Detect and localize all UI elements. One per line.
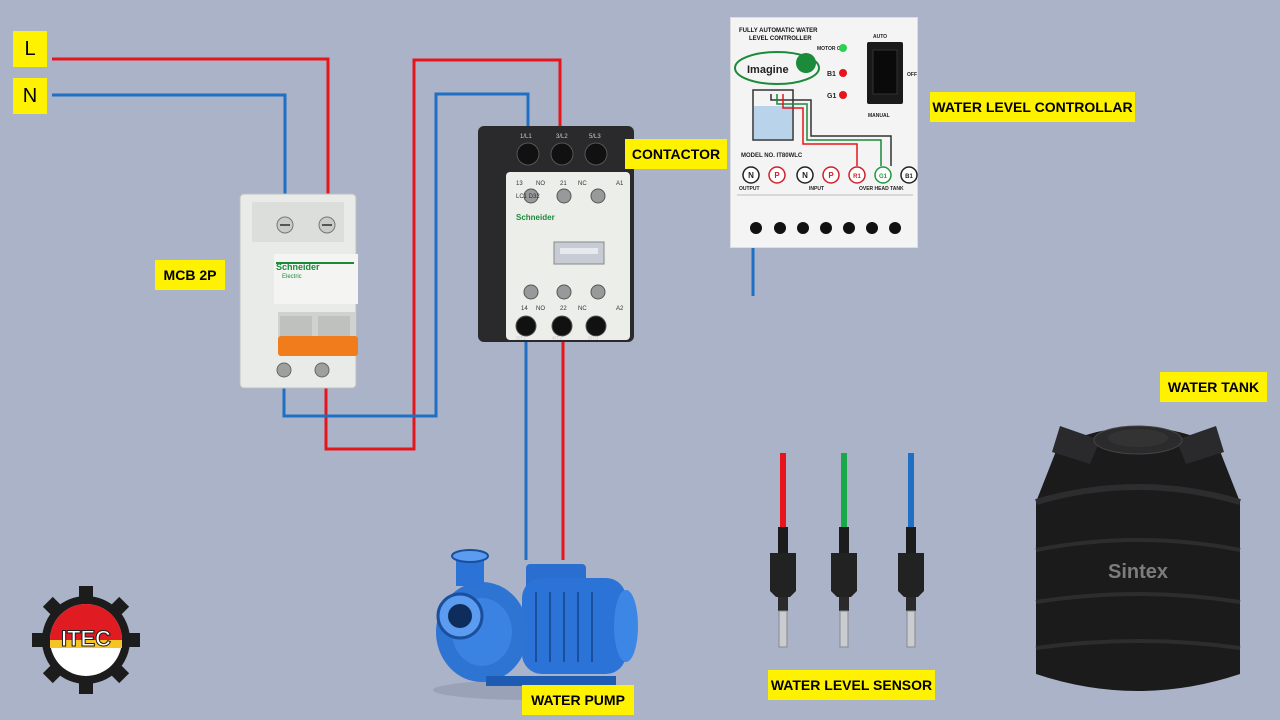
sensor-probe-blue [898, 527, 924, 648]
controller-input-label: INPUT [809, 186, 824, 192]
sensor-label: WATER LEVEL SENSOR [768, 670, 935, 700]
contactor-aux-top-5: A1 [616, 181, 624, 187]
water-level-controller: FULLY AUTOMATIC WATER LEVEL CONTROLLER I… [730, 17, 918, 248]
contactor-aux-bottom-1: 14 [521, 306, 528, 312]
controller-terminal-ring [742, 166, 760, 184]
controller-brand: Imagine [747, 64, 789, 76]
neutral-wire-supply [52, 93, 287, 212]
live-wire-supply [52, 57, 330, 212]
contactor-terminal-bottom-2: 4/T2 [552, 336, 562, 342]
contactor-aux-bottom-5: A2 [616, 306, 624, 312]
controller-terminal-label: P [828, 171, 834, 180]
sensor-probe-red [770, 527, 796, 648]
mcb-label: MCB 2P [155, 260, 225, 290]
contactor-terminal-bottom-1: 2/T1 [516, 336, 526, 342]
contactor-aux-top-2: NO [536, 181, 545, 187]
controller-terminal-label: N [802, 171, 808, 180]
controller-title-line1: FULLY AUTOMATIC WATER [739, 28, 818, 34]
controller-terminal-row: N P N P R1 G1 B1 [742, 166, 918, 184]
controller-terminal-ring [822, 166, 840, 184]
pump-label: WATER PUMP [522, 685, 634, 715]
sensor-probe-green [831, 527, 857, 648]
controller-terminal-label: P [774, 171, 780, 180]
contactor-brand: Schneider [516, 213, 555, 222]
contactor-model: LC1 D32 [516, 194, 540, 200]
controller-title-line2: LEVEL CONTROLLER [749, 36, 812, 42]
water-tank: Sintex [1035, 425, 1241, 691]
mcb-breaker: Schneider Electric [239, 193, 358, 389]
neutral-tag: N [13, 78, 47, 114]
contactor-terminal-bottom-3: 6/T3 [588, 336, 598, 342]
contactor-aux-bottom-4: NC [578, 306, 587, 312]
mcb-brand: Schneider [276, 262, 320, 272]
controller-label: WATER LEVEL CONTROLLAR [930, 92, 1135, 122]
controller-auto-label: AUTO [873, 34, 887, 40]
controller-terminal-label: B1 [905, 174, 913, 180]
water-pump [433, 549, 638, 700]
water-level-sensors [770, 527, 924, 648]
contactor-aux-bottom-2: NO [536, 306, 545, 312]
logo-text: ITEC [61, 626, 111, 651]
contactor-label: CONTACTOR [625, 139, 727, 169]
contactor: 1/L1 3/L2 5/L3 13 NO 21 NC A1 LC1 D32 Sc… [478, 126, 634, 342]
controller-b1-led-label: B1 [827, 71, 836, 78]
controller-motor-on-label: MOTOR ON [817, 46, 845, 52]
contactor-terminal-top-2: 3/L2 [556, 134, 568, 140]
controller-off-label: OFF [907, 72, 917, 78]
itec-logo: ITEC [32, 586, 140, 694]
mcb-brand-sub: Electric [282, 274, 302, 280]
contactor-aux-top-4: NC [578, 181, 587, 187]
mcb-toggle [278, 336, 358, 356]
controller-terminal-ring [768, 166, 786, 184]
tank-brand: Sintex [1108, 561, 1168, 583]
controller-model: MODEL NO. IT80WLC [741, 153, 803, 159]
controller-output-label: OUTPUT [739, 186, 760, 192]
controller-panel-graphic: Imagine MOTOR ON B1 G1 AUTO OFF MANUAL M… [734, 34, 918, 234]
controller-terminal-ring [848, 166, 866, 184]
neutral-wire-mcb-to-contactor [282, 92, 530, 418]
controller-manual-label: MANUAL [868, 113, 890, 119]
controller-terminal-label: N [748, 171, 754, 180]
contactor-aux-top-1: 13 [516, 181, 523, 187]
controller-terminal-ring [796, 166, 814, 184]
contactor-terminal-top-3: 5/L3 [589, 134, 601, 140]
controller-terminal-label: R1 [853, 174, 861, 180]
controller-g1-led-label: G1 [827, 93, 836, 100]
controller-terminal-ring [874, 166, 892, 184]
contactor-aux-bottom-3: 22 [560, 306, 567, 312]
controller-overhead-tank-label: OVER HEAD TANK [859, 186, 904, 192]
tank-label: WATER TANK [1160, 372, 1267, 402]
live-wire-mcb-to-contactor [324, 58, 562, 451]
contactor-terminal-top-1: 1/L1 [520, 134, 532, 140]
controller-terminal-ring [900, 166, 918, 184]
contactor-aux-top-3: 21 [560, 181, 567, 187]
controller-terminal-label: G1 [879, 174, 888, 180]
live-tag: L [13, 31, 47, 67]
